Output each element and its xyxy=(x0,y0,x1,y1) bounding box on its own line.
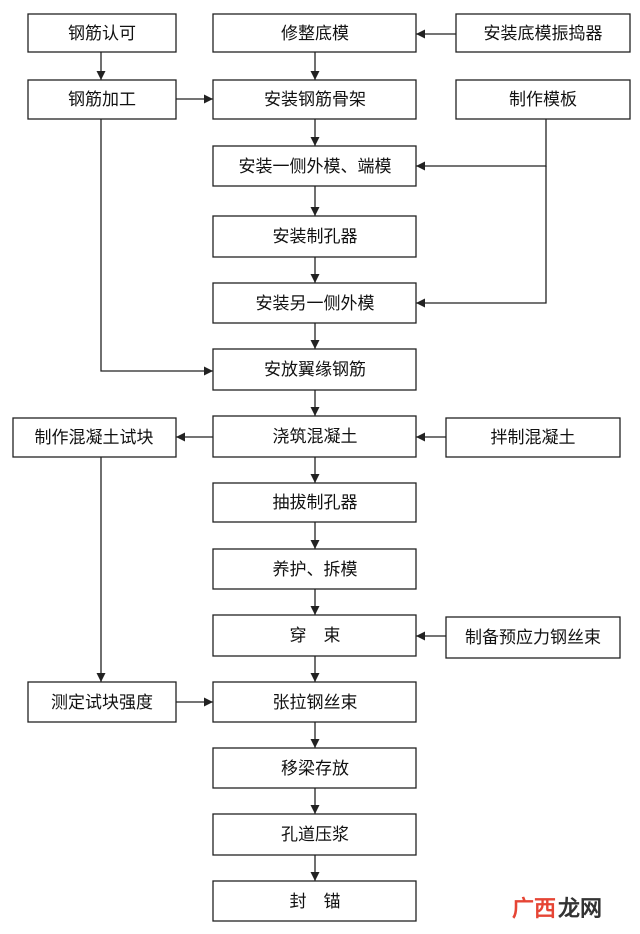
node-make-concrete-specimen: 制作混凝土试块 xyxy=(12,417,177,458)
node-mix-concrete-label: 拌制混凝土 xyxy=(491,428,576,448)
node-tension-strand: 张拉钢丝束 xyxy=(212,681,417,723)
arrow-processing-to-flange xyxy=(100,119,213,376)
node-install-rebar-cage: 安装钢筋骨架 xyxy=(212,79,417,120)
node-place-flange-rebar: 安放翼缘钢筋 xyxy=(212,348,417,391)
node-install-side-end-form-label: 安装一侧外模、端模 xyxy=(239,157,392,177)
node-install-rebar-cage-label: 安装钢筋骨架 xyxy=(264,90,366,110)
node-threading: 穿 束 xyxy=(212,614,417,657)
node-install-base-vibrator-label: 安装底模振捣器 xyxy=(484,24,603,44)
node-pour-concrete-label: 浇筑混凝土 xyxy=(273,427,358,447)
connectors xyxy=(96,29,547,881)
node-move-store-beam-label: 移梁存放 xyxy=(281,759,349,779)
node-tension-strand-label: 张拉钢丝束 xyxy=(273,693,358,713)
node-anchor-sealing: 封 锚 xyxy=(212,880,417,922)
node-place-flange-rebar-label: 安放翼缘钢筋 xyxy=(264,360,366,380)
node-duct-grouting: 孔道压浆 xyxy=(212,813,417,856)
node-cure-demold: 养护、拆模 xyxy=(212,548,417,590)
node-rebar-processing-label: 钢筋加工 xyxy=(68,90,136,110)
node-anchor-sealing-label: 封 锚 xyxy=(290,892,341,912)
node-prepare-strand-label: 制备预应力钢丝束 xyxy=(465,628,601,648)
node-install-other-side-form: 安装另一侧外模 xyxy=(212,282,417,324)
node-rebar-approval: 钢筋认可 xyxy=(27,13,177,53)
watermark: 广西 龙网 xyxy=(512,896,602,922)
watermark-part2: 龙网 xyxy=(558,897,602,922)
node-test-specimen-strength: 测定试块强度 xyxy=(27,681,177,723)
watermark-part1: 广西 xyxy=(512,896,556,922)
node-duct-grouting-label: 孔道压浆 xyxy=(281,825,349,845)
node-threading-label: 穿 束 xyxy=(290,626,341,646)
node-install-other-side-form-label: 安装另一侧外模 xyxy=(256,294,375,314)
node-trim-base-label: 修整底模 xyxy=(281,24,349,44)
node-install-base-vibrator: 安装底模振捣器 xyxy=(455,13,631,53)
node-trim-base: 修整底模 xyxy=(212,13,417,53)
arrow-formwork-to-otherside xyxy=(416,166,547,308)
node-make-concrete-specimen-label: 制作混凝土试块 xyxy=(35,428,154,448)
node-pour-concrete: 浇筑混凝土 xyxy=(212,415,417,458)
node-prepare-strand: 制备预应力钢丝束 xyxy=(445,616,621,659)
node-test-specimen-strength-label: 测定试块强度 xyxy=(51,693,153,713)
node-cure-demold-label: 养护、拆模 xyxy=(273,560,358,580)
node-make-formwork-label: 制作模板 xyxy=(509,90,577,110)
node-make-formwork: 制作模板 xyxy=(455,79,631,120)
node-install-hole-former-label: 安装制孔器 xyxy=(273,227,358,247)
node-install-hole-former: 安装制孔器 xyxy=(212,215,417,258)
node-rebar-processing: 钢筋加工 xyxy=(27,79,177,120)
node-mix-concrete: 拌制混凝土 xyxy=(445,417,621,458)
node-extract-hole-former-label: 抽拔制孔器 xyxy=(273,493,358,513)
arrow-formwork-to-sideform xyxy=(416,119,547,171)
node-extract-hole-former: 抽拔制孔器 xyxy=(212,482,417,523)
node-move-store-beam: 移梁存放 xyxy=(212,747,417,789)
node-install-side-end-form: 安装一侧外模、端模 xyxy=(212,145,417,187)
node-rebar-approval-label: 钢筋认可 xyxy=(68,24,136,44)
